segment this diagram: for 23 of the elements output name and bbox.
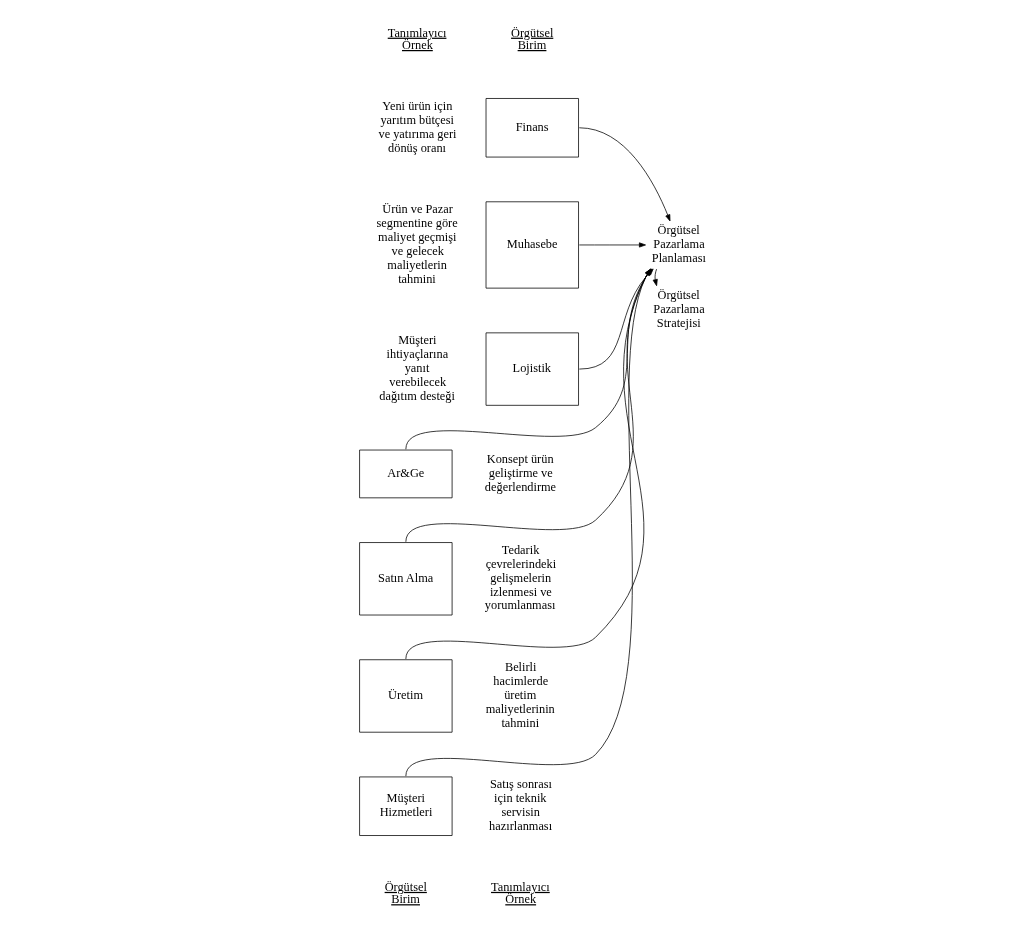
node-box: Üretim: [358, 659, 452, 733]
arrow: [578, 127, 670, 222]
node-label: Belirli hacimlerde üretim maliyetlerinin tahmini: [485, 660, 555, 730]
node-label: Yeni ürün için yarıtım bütçesi ve yatırıma geri dönüş oranı: [377, 98, 457, 155]
label: Örgütsel Birim: [384, 879, 427, 907]
node-box: Finans: [485, 98, 579, 158]
node-label: Müşteri ihtiyaçlarına yanıt verebilecek dağıtım desteği: [378, 333, 455, 403]
node-box: Ar&Ge: [358, 449, 452, 499]
node-label: Satış sonrası için teknik servisin hazırlanması: [488, 777, 552, 833]
node-box: Müşteri Hizmetleri: [358, 776, 452, 836]
arrow: [578, 242, 646, 248]
label: Tanımlayıcı Örnek: [490, 879, 550, 907]
node-text: Örgütsel Pazarlama Stratejisi: [652, 287, 705, 330]
arrow: [652, 268, 658, 287]
node-label: Tedarik çevrelerindeki gelişmelerin izlenmesi ve yorumlanması: [484, 542, 556, 613]
label: Örgütsel Birim: [510, 25, 553, 52]
node-label: Ürün ve Pazar segmentine göre maliyet geçmişi ve gelecek maliyetlerin tahmini: [376, 202, 458, 286]
label: Tanımlayıcı Örnek: [387, 25, 446, 52]
node-box: Satın Alma: [358, 542, 452, 616]
node-text: Örgütsel Pazarlama Planlaması: [651, 223, 706, 265]
node-box: Muhasebe: [485, 201, 579, 289]
node-label: Konsept ürün geliştirme ve değerlendirme: [484, 451, 556, 494]
node-box: Lojistik: [485, 332, 579, 406]
